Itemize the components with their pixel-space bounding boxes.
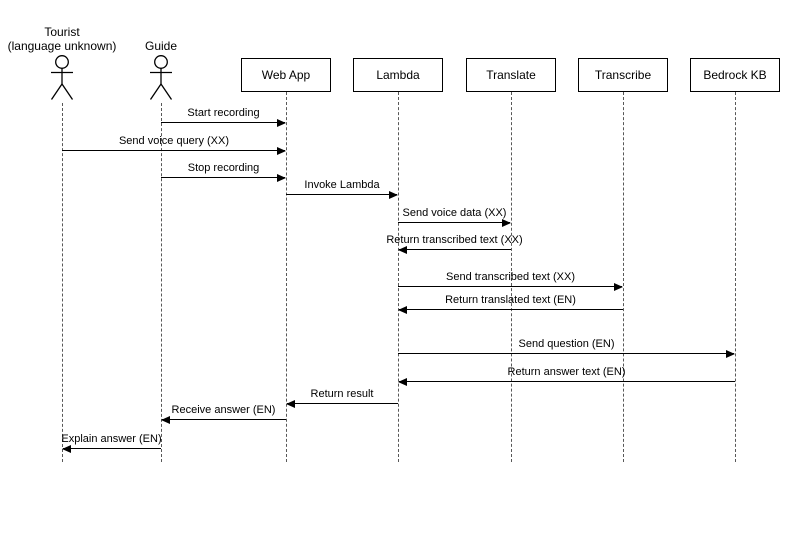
- actor-label-tourist: Tourist(language unknown): [0, 25, 152, 53]
- message-label: Return answer text (EN): [507, 366, 626, 378]
- arrowhead-icon: [726, 349, 735, 358]
- message-line: [398, 222, 510, 223]
- person-icon: [146, 54, 176, 107]
- lifeline-bedrockkb: [735, 92, 736, 462]
- arrowhead-icon: [389, 190, 398, 199]
- participant-label: Bedrock KB: [703, 68, 767, 82]
- arrowhead-icon: [286, 399, 295, 408]
- arrowhead-icon: [398, 377, 407, 386]
- arrowhead-icon: [277, 173, 286, 182]
- message-label: Send transcribed text (XX): [445, 271, 576, 283]
- message-line: [399, 309, 623, 310]
- arrowhead-icon: [277, 146, 286, 155]
- participant-box-transcribe: Transcribe: [578, 58, 668, 92]
- message-line: [161, 177, 285, 178]
- participant-box-translate: Translate: [466, 58, 556, 92]
- message-label: Invoke Lambda: [304, 179, 380, 191]
- message-line: [161, 122, 285, 123]
- participant-label: Transcribe: [594, 68, 652, 82]
- message-line: [62, 150, 285, 151]
- lifeline-tourist: [62, 103, 63, 462]
- message-label: Send question (EN): [518, 338, 615, 350]
- message-line: [287, 403, 398, 404]
- participant-box-bedrockkb: Bedrock KB: [690, 58, 780, 92]
- message-line: [63, 448, 161, 449]
- message-label: Send voice data (XX): [402, 207, 507, 219]
- lifeline-transcribe: [623, 92, 624, 462]
- lifeline-lambda: [398, 92, 399, 462]
- lifeline-guide: [161, 103, 162, 462]
- message-line: [398, 286, 622, 287]
- arrowhead-icon: [62, 444, 71, 453]
- actor-label-line: Tourist: [44, 25, 80, 39]
- participant-label: Lambda: [376, 68, 420, 82]
- arrowhead-icon: [161, 415, 170, 424]
- actor-label-guide: Guide: [71, 39, 251, 53]
- arrowhead-icon: [277, 118, 286, 127]
- message-label: Explain answer (EN): [61, 433, 162, 445]
- message-label: Return result: [310, 388, 374, 400]
- arrowhead-icon: [398, 305, 407, 314]
- arrowhead-icon: [502, 218, 511, 227]
- message-label: Receive answer (EN): [171, 404, 276, 416]
- message-label: Start recording: [187, 107, 260, 119]
- message-line: [286, 194, 397, 195]
- participant-label: Translate: [486, 68, 536, 82]
- message-line: [162, 419, 286, 420]
- message-label: Stop recording: [187, 162, 260, 174]
- lifeline-webapp: [286, 92, 287, 462]
- participant-label: Web App: [261, 68, 311, 82]
- person-icon-svg: [50, 55, 74, 100]
- participant-box-webapp: Web App: [241, 58, 331, 92]
- person-icon-svg: [149, 55, 173, 100]
- lifeline-translate: [511, 92, 512, 462]
- participant-box-lambda: Lambda: [353, 58, 443, 92]
- arrowhead-icon: [398, 245, 407, 254]
- message-label: Return translated text (EN): [445, 294, 576, 306]
- arrowhead-icon: [614, 282, 623, 291]
- actor-label-line: Guide: [144, 39, 178, 53]
- message-label: Send voice query (XX): [118, 135, 230, 147]
- person-icon: [47, 54, 77, 107]
- actor-label-line: (language unknown): [7, 39, 117, 53]
- message-line: [399, 249, 511, 250]
- message-label: Return transcribed text (XX): [386, 234, 523, 246]
- message-line: [398, 353, 734, 354]
- message-line: [399, 381, 735, 382]
